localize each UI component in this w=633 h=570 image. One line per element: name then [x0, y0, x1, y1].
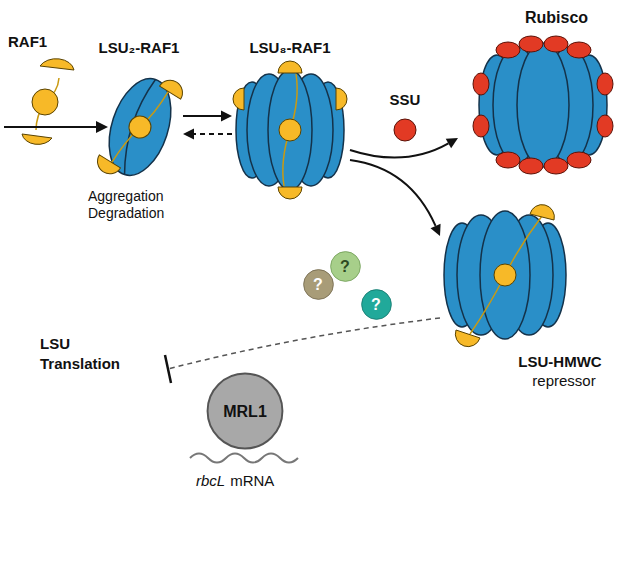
lsu-hmwc-complex-part: [480, 211, 530, 339]
lsu2-raf1-complex: [94, 66, 185, 188]
arrow-head: [183, 129, 194, 140]
arrow-head: [221, 111, 232, 122]
entry-arrow: [4, 121, 108, 133]
lsu2-raf1-complex-part: [117, 77, 156, 175]
entry-arrow-part: [96, 121, 108, 133]
reverse-arrow: [183, 129, 232, 140]
lsu8-raf1-complex-part: [233, 88, 244, 110]
factor-name: ?: [313, 275, 323, 294]
assembly-arrow: [350, 138, 458, 158]
unknown-factor: ?: [303, 269, 334, 300]
ssu-subunit: [394, 119, 416, 141]
lsu2-raf1-complex-part: [111, 81, 168, 173]
lsu8-raf1-complex-part: [268, 70, 312, 190]
lsu-hmwc-complex-part: [530, 205, 554, 220]
raf1-molecule: [22, 59, 74, 145]
assembly-arrow: [350, 160, 441, 236]
process-label: LSU Translation: [40, 334, 140, 374]
rubisco-holoenzyme: [473, 36, 613, 174]
fate-note: Aggregation Degradation: [88, 188, 188, 222]
lsu-hmwc-complex-part: [470, 216, 542, 334]
raf1-molecule-part: [32, 89, 58, 115]
mrl1-factor: MRL1: [206, 372, 284, 450]
rubisco-holoenzyme-part-part: [544, 158, 568, 174]
rubisco-holoenzyme-part: [517, 43, 569, 167]
rubisco-holoenzyme-part-part: [519, 36, 543, 52]
raf1-node: RAF1: [6, 30, 84, 148]
factor-name: ?: [340, 257, 350, 276]
rubisco-holoenzyme-part-part: [544, 36, 568, 52]
arrow-line: [350, 143, 448, 157]
arrow-head: [446, 138, 458, 148]
mrna-strand: [190, 454, 298, 463]
complex-label: repressor: [532, 371, 595, 390]
complex-label: LSU-HMWC: [518, 352, 601, 371]
rubisco-holoenzyme-part-part: [597, 73, 613, 95]
complex-label: SSU: [390, 90, 421, 109]
circle-shape: [330, 251, 360, 281]
circle-shape: [208, 374, 283, 449]
raf1-molecule-part: [22, 134, 52, 144]
lsu2-raf1-complex-part: [158, 77, 186, 99]
raf1-molecule-part: [40, 59, 74, 70]
rubisco-holoenzyme-part-part: [473, 73, 489, 95]
ssu-node: SSU: [385, 90, 425, 145]
lsu8-raf1-complex-part: [278, 61, 302, 73]
rubisco-holoenzyme-part-part: [597, 115, 613, 137]
lsu2-raf1-complex-part: [126, 113, 154, 141]
circle-shape: [303, 269, 333, 299]
lsu8-raf1-complex-part: [279, 119, 301, 141]
rubisco-holoenzyme-part-part: [473, 115, 489, 137]
assembly-arrow: [183, 111, 232, 122]
factor-name: MRL1: [223, 402, 267, 421]
lsu8-raf1-complex: [233, 61, 347, 199]
complex-label: LSU₂-RAF1: [99, 38, 180, 57]
lsu8-raf1-complex-part: [278, 187, 302, 199]
arrow-line: [350, 160, 436, 226]
arrow-line: [194, 133, 232, 135]
rubisco-node: Rubisco: [458, 4, 628, 179]
lsu-hmwc-complex-part: [494, 264, 516, 286]
repression-line: [165, 318, 440, 383]
arrow-line: [183, 115, 221, 117]
arrow-head: [431, 224, 441, 236]
lsu8-raf1-node: LSU₈-RAF1: [232, 36, 350, 198]
lsu2-raf1-complex-part: [94, 155, 122, 177]
entry-arrow-part: [4, 126, 98, 128]
rubisco-holoenzyme-part: [473, 36, 613, 174]
unknown-factor: ?: [330, 251, 361, 282]
complex-label: LSU₈-RAF1: [249, 38, 330, 57]
rubisco-holoenzyme-part-part: [496, 152, 520, 168]
rna-label: mRNA: [230, 472, 274, 489]
repression-line-part: [168, 318, 440, 369]
gene-name: rbcL: [196, 472, 225, 489]
rubisco-holoenzyme-part-part: [567, 152, 591, 168]
factor-name: ?: [371, 295, 381, 314]
repression-line-part: [165, 355, 171, 383]
complex-label: Rubisco: [525, 8, 588, 27]
lsu8-raf1-complex-part: [336, 88, 347, 110]
circle-shape: [361, 289, 391, 319]
complex-label: RAF1: [8, 32, 47, 51]
rubisco-holoenzyme-part-part: [567, 42, 591, 58]
lsu-hmwc-node: LSU-HMWCrepressor: [440, 200, 612, 392]
lsu-hmwc-complex-part: [455, 330, 480, 347]
rubisco-holoenzyme-part-part: [519, 158, 543, 174]
lsu2-raf1-node: LSU₂-RAF1: [95, 36, 183, 186]
lsu-hmwc-complex: [444, 205, 566, 347]
rubisco-holoenzyme-part-part: [496, 42, 520, 58]
unknown-factor: ?: [361, 289, 392, 320]
